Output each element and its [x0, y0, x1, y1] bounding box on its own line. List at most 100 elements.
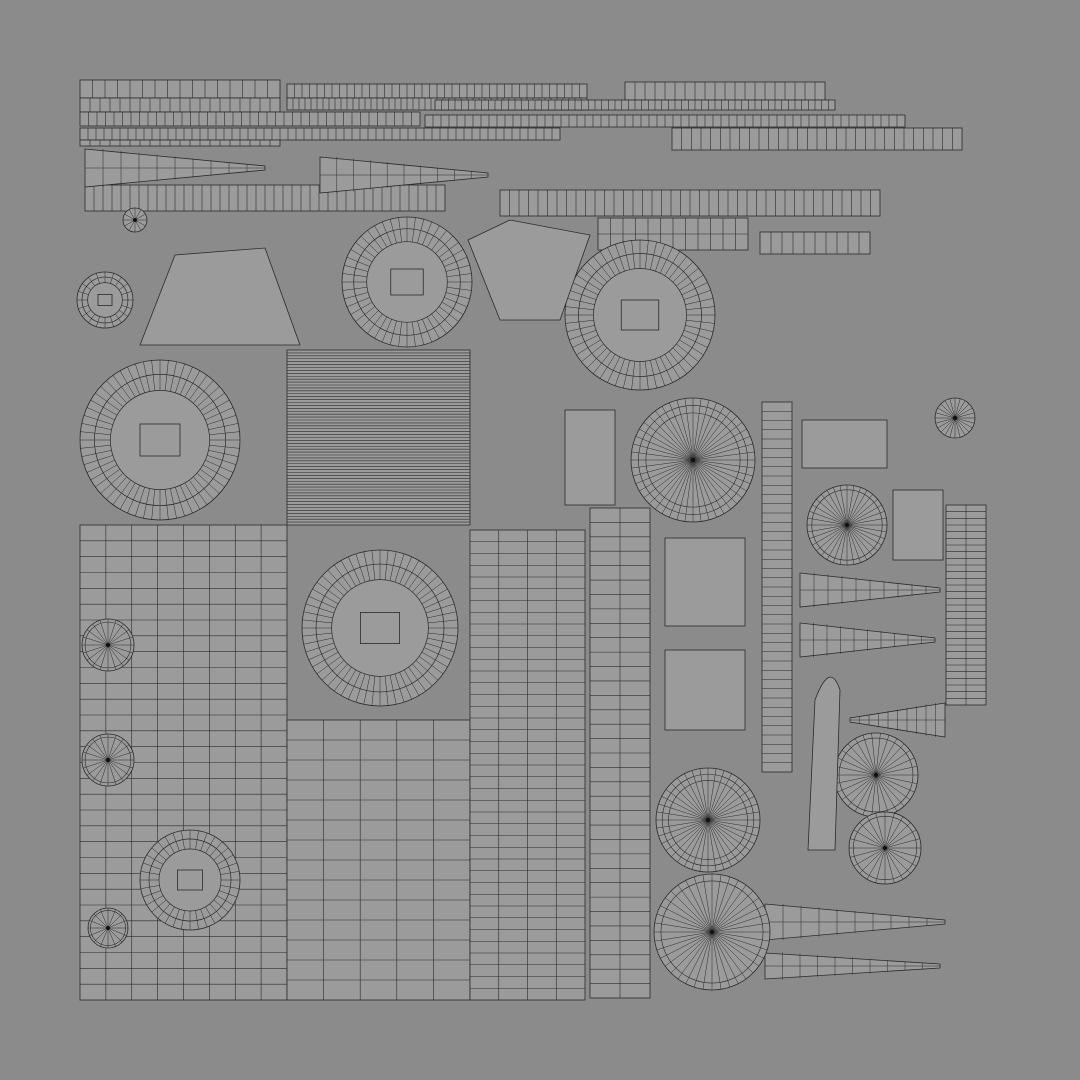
ring-seg — [421, 588, 448, 605]
disc-spoke — [107, 629, 130, 646]
ring-seg — [655, 358, 666, 386]
ring-seg — [95, 392, 121, 412]
disc-spoke — [846, 524, 861, 563]
disc-spoke — [937, 417, 956, 429]
disc-spoke — [691, 819, 709, 870]
disc-spoke — [107, 759, 117, 785]
ring-seg — [151, 489, 156, 520]
ring-seg — [424, 647, 452, 660]
ring-seg — [445, 292, 470, 300]
disc-spoke — [875, 757, 915, 776]
disc-spoke — [854, 774, 877, 812]
disc-spoke — [944, 417, 956, 436]
ring-seg — [140, 885, 160, 889]
disc-spoke — [850, 838, 886, 849]
disc-spoke — [707, 777, 739, 821]
ring-seg — [308, 647, 336, 660]
disc-spoke — [86, 644, 109, 661]
wedge — [799, 572, 941, 608]
disc-spoke — [134, 209, 142, 221]
ring-seg — [118, 310, 128, 317]
ring-seg — [581, 343, 604, 362]
radial-disc — [806, 484, 888, 566]
disc-spoke — [707, 819, 717, 872]
disc-spoke — [834, 774, 877, 784]
disc-spoke — [809, 524, 848, 539]
disc-spoke — [692, 402, 717, 461]
ring-seg — [348, 556, 361, 584]
ring-seg — [106, 476, 127, 500]
ring-seg — [668, 351, 687, 374]
disc-spoke — [875, 774, 915, 793]
disc-spoke — [812, 504, 848, 526]
ring-seg — [81, 450, 112, 457]
disc-spoke — [89, 927, 109, 936]
wedge — [764, 952, 941, 980]
ring — [79, 359, 241, 521]
disc-spoke — [841, 774, 877, 800]
disc-spoke — [692, 459, 731, 510]
disc-spoke — [86, 744, 109, 761]
ring-seg — [427, 637, 457, 645]
disc-spoke — [826, 524, 848, 560]
disc-spoke — [837, 757, 877, 776]
ring-seg — [96, 273, 100, 284]
disc-spoke — [692, 459, 702, 522]
disc-spoke — [92, 644, 109, 667]
ring-seg — [664, 354, 681, 379]
ring-seg — [403, 560, 420, 587]
ring-seg — [112, 479, 132, 505]
disc-spoke — [86, 759, 109, 776]
disc-spoke — [699, 819, 709, 872]
disc-spoke — [664, 931, 713, 967]
block-island — [801, 419, 888, 469]
ring-seg — [121, 305, 132, 309]
disc-spoke — [664, 897, 713, 933]
disc-spoke — [826, 490, 848, 526]
ring-seg — [179, 485, 193, 514]
disc-spoke — [707, 819, 745, 857]
wedge — [84, 148, 266, 188]
disc-spoke — [707, 796, 755, 821]
ring-seg — [389, 219, 397, 244]
wedge — [799, 622, 936, 658]
ring-seg — [115, 313, 122, 323]
trapezoid-island — [139, 247, 301, 346]
ring-seg — [164, 906, 175, 924]
ring-seg — [422, 319, 433, 343]
ring-seg — [312, 588, 339, 605]
disc-spoke — [661, 796, 709, 821]
disc-spoke — [707, 819, 760, 829]
disc-spoke — [884, 847, 904, 880]
disc-spoke — [875, 847, 886, 883]
ring-seg — [593, 256, 612, 279]
disc-spoke — [711, 884, 747, 933]
disc-spoke — [711, 897, 760, 933]
ring-seg — [333, 564, 352, 590]
disc-spoke — [107, 644, 117, 670]
disc-spoke — [107, 623, 124, 646]
disc-spoke — [692, 459, 738, 505]
ring-seg — [683, 330, 711, 341]
ring-seg — [565, 306, 594, 311]
ring-seg — [175, 363, 185, 393]
disc-spoke — [846, 504, 882, 526]
ring-seg — [213, 899, 229, 913]
disc-spoke — [684, 459, 694, 522]
disc-spoke — [656, 931, 713, 951]
disc-spoke — [884, 822, 911, 849]
disc-spoke — [702, 874, 713, 933]
ring-seg — [398, 217, 402, 243]
disc-spoke — [699, 768, 709, 821]
disc-spoke — [812, 524, 848, 546]
ring-seg — [367, 230, 383, 251]
disc-spoke — [821, 524, 848, 556]
ring-seg — [220, 871, 240, 875]
ring-seg — [418, 581, 444, 600]
ring-seg — [623, 360, 630, 389]
ring-seg — [441, 301, 464, 315]
disc-spoke — [816, 499, 848, 526]
disc-spoke — [635, 436, 694, 461]
disc-spoke — [846, 511, 885, 526]
ring-seg — [83, 455, 113, 465]
